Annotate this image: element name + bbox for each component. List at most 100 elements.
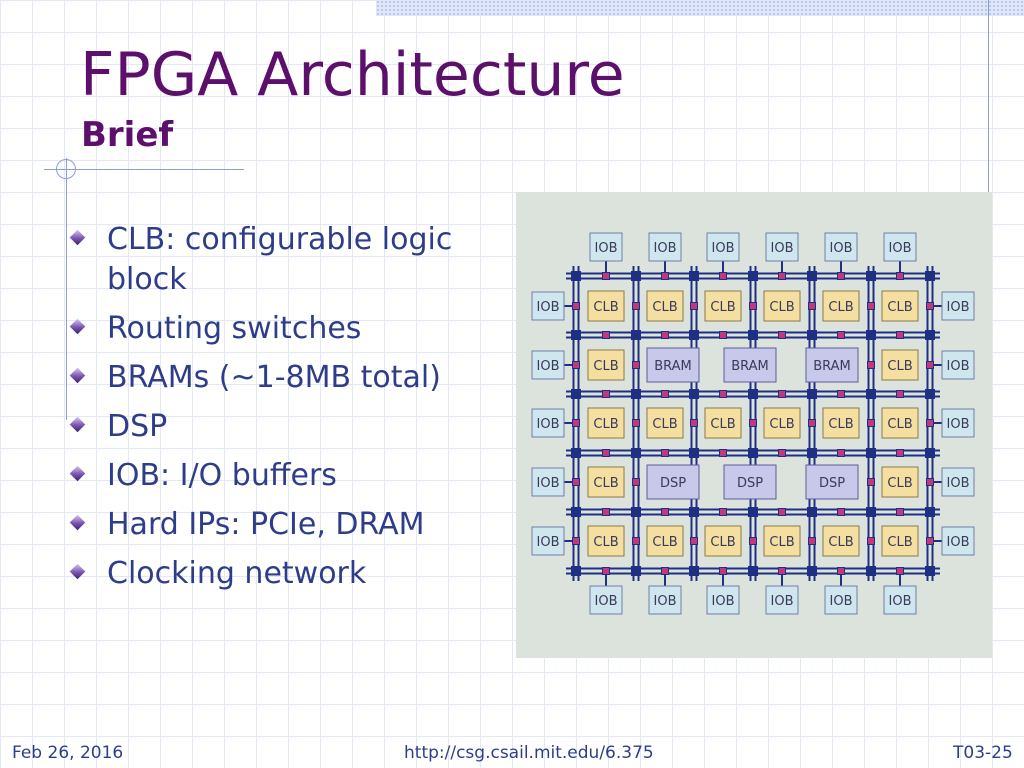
iob-block: [531, 291, 565, 321]
connection-point: [602, 331, 610, 339]
title-underline: [44, 169, 244, 170]
switch-box: [689, 389, 699, 399]
connection-point: [926, 537, 934, 545]
iob-block: [824, 585, 858, 615]
decorative-vertical-line-left: [66, 158, 67, 420]
iob-label: IOB: [830, 594, 853, 609]
decorative-vertical-line-right: [988, 0, 989, 200]
bullet-text: CLB: configurable logic block: [107, 222, 453, 297]
wide-block-label: BRAM: [654, 359, 692, 374]
connection-point: [896, 390, 904, 398]
clb-label: CLB: [828, 417, 853, 432]
switch-box: [807, 448, 817, 458]
switch-box: [689, 507, 699, 517]
diamond-bullet-icon: [69, 465, 86, 482]
clb-block: [704, 525, 742, 557]
bullet-item: BRAMs (~1-8MB total): [69, 358, 510, 398]
connection-point: [690, 419, 698, 427]
switch-box: [631, 566, 641, 576]
iob-label: IOB: [712, 241, 735, 256]
connection-point: [690, 537, 698, 545]
switch-box: [807, 330, 817, 340]
connection-point: [632, 478, 640, 486]
connection-point: [778, 331, 786, 339]
connection-point: [778, 272, 786, 280]
footer-date: Feb 26, 2016: [12, 743, 124, 763]
clb-label: CLB: [769, 300, 794, 315]
switch-box: [571, 389, 581, 399]
connection-point: [661, 331, 669, 339]
connection-point: [661, 390, 669, 398]
wide-block: [646, 464, 700, 500]
iob-label: IOB: [947, 417, 970, 432]
bullet-text: Routing switches: [107, 311, 362, 346]
iob-block: [531, 467, 565, 497]
diamond-bullet-icon: [69, 318, 86, 335]
iob-block: [941, 526, 975, 556]
switch-box: [807, 566, 817, 576]
iob-block: [589, 232, 623, 262]
switch-box: [689, 448, 699, 458]
wide-block-label: DSP: [660, 476, 686, 491]
clb-block: [763, 525, 801, 557]
connection-point: [602, 272, 610, 280]
connection-point: [837, 508, 845, 516]
clb-label: CLB: [887, 476, 912, 491]
connection-point: [926, 419, 934, 427]
connection-point: [808, 419, 816, 427]
connection-point: [719, 272, 727, 280]
connection-point: [572, 478, 580, 486]
switch-box: [866, 330, 876, 340]
switch-box: [866, 566, 876, 576]
connection-point: [719, 567, 727, 575]
iob-label: IOB: [654, 594, 677, 609]
iob-block: [648, 585, 682, 615]
bullet-item: CLB: configurable logic block: [69, 220, 510, 300]
decorative-top-band: [376, 0, 1024, 16]
clb-block: [881, 349, 919, 381]
connection-point: [572, 361, 580, 369]
clb-block: [881, 407, 919, 439]
connection-point: [749, 302, 757, 310]
switch-box: [866, 448, 876, 458]
clb-label: CLB: [710, 535, 735, 550]
connection-point: [926, 361, 934, 369]
bullet-item: Hard IPs: PCIe, DRAM: [69, 505, 510, 545]
iob-block: [824, 232, 858, 262]
connection-point: [661, 567, 669, 575]
slide-subtitle: Brief: [81, 115, 174, 155]
switch-box: [807, 389, 817, 399]
connection-point: [837, 449, 845, 457]
clb-label: CLB: [769, 535, 794, 550]
connection-point: [867, 478, 875, 486]
iob-label: IOB: [537, 359, 560, 374]
clb-label: CLB: [593, 417, 618, 432]
connection-point: [602, 508, 610, 516]
clb-label: CLB: [593, 359, 618, 374]
iob-block: [941, 467, 975, 497]
connection-point: [632, 361, 640, 369]
connection-point: [632, 302, 640, 310]
switch-box: [807, 271, 817, 281]
clb-block: [822, 525, 860, 557]
wide-block-label: DSP: [737, 476, 763, 491]
connection-point: [867, 537, 875, 545]
iob-label: IOB: [947, 476, 970, 491]
switch-box: [689, 271, 699, 281]
footer-url: http://csg.csail.mit.edu/6.375: [404, 743, 654, 763]
iob-label: IOB: [889, 241, 912, 256]
switch-box: [571, 271, 581, 281]
switch-box: [631, 507, 641, 517]
iob-block: [531, 350, 565, 380]
connection-point: [690, 302, 698, 310]
wide-block-label: DSP: [819, 476, 845, 491]
connection-point: [602, 390, 610, 398]
iob-block: [765, 585, 799, 615]
iob-label: IOB: [712, 594, 735, 609]
clb-block: [587, 407, 625, 439]
clb-block: [822, 290, 860, 322]
connection-point: [632, 419, 640, 427]
iob-block: [706, 232, 740, 262]
clb-label: CLB: [652, 417, 677, 432]
